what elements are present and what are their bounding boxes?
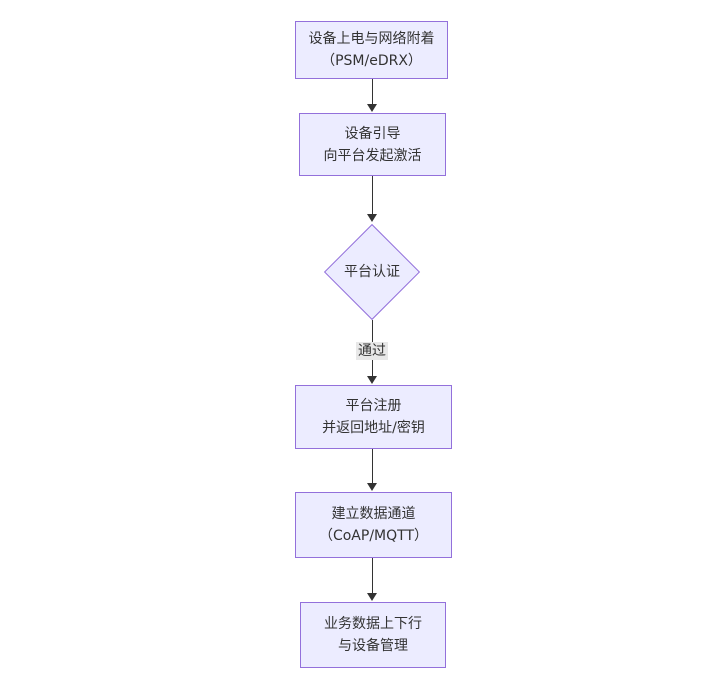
arrow-line — [371, 176, 373, 215]
node-label-line: 平台注册 — [345, 398, 402, 414]
node-label: 设备引导 向平台发起激活 — [324, 123, 422, 167]
node-label: 建立数据通道 （CoAP/MQTT） — [319, 503, 428, 547]
node-label: 业务数据上下行 与设备管理 — [324, 613, 422, 657]
flow-arrow — [367, 176, 377, 222]
arrow-line — [371, 558, 373, 594]
flowchart-node-business-data: 业务数据上下行 与设备管理 — [300, 602, 446, 668]
node-label-line: （CoAP/MQTT） — [318, 528, 429, 544]
flow-arrow — [367, 558, 377, 601]
node-label-line: 设备上电与网络附着 — [308, 31, 435, 47]
arrow-line — [371, 79, 373, 105]
node-label-line: （PSM/eDRX） — [321, 53, 422, 69]
node-label-line: 并返回地址/密钥 — [322, 420, 425, 436]
node-label-line: 向平台发起激活 — [323, 147, 422, 164]
flow-arrow — [367, 449, 377, 491]
flowchart-node-device-bootstrap: 设备引导 向平台发起激活 — [299, 113, 446, 176]
flowchart-node-platform-registration: 平台注册 并返回地址/密钥 — [295, 385, 452, 449]
node-label: 设备上电与网络附着 （PSM/eDRX） — [309, 28, 435, 72]
decision-label: 平台认证 — [344, 264, 400, 280]
arrow-line — [371, 449, 373, 484]
flow-arrow — [367, 79, 377, 112]
flowchart-node-data-channel: 建立数据通道 （CoAP/MQTT） — [295, 492, 452, 558]
flowchart-node-device-power-on: 设备上电与网络附着 （PSM/eDRX） — [295, 21, 448, 79]
arrowhead-icon — [367, 593, 377, 601]
node-label-line: 业务数据上下行 — [324, 616, 422, 632]
node-label-line: 与设备管理 — [338, 638, 408, 654]
node-label-line: 建立数据通道 — [331, 506, 416, 522]
arrowhead-icon — [367, 104, 377, 112]
arrowhead-icon — [367, 376, 377, 384]
node-label: 平台注册 并返回地址/密钥 — [322, 395, 425, 439]
arrowhead-icon — [367, 483, 377, 491]
arrowhead-icon — [367, 214, 377, 222]
edge-label-pass: 通过 — [356, 342, 388, 360]
node-label-line: 设备引导 — [344, 125, 401, 142]
